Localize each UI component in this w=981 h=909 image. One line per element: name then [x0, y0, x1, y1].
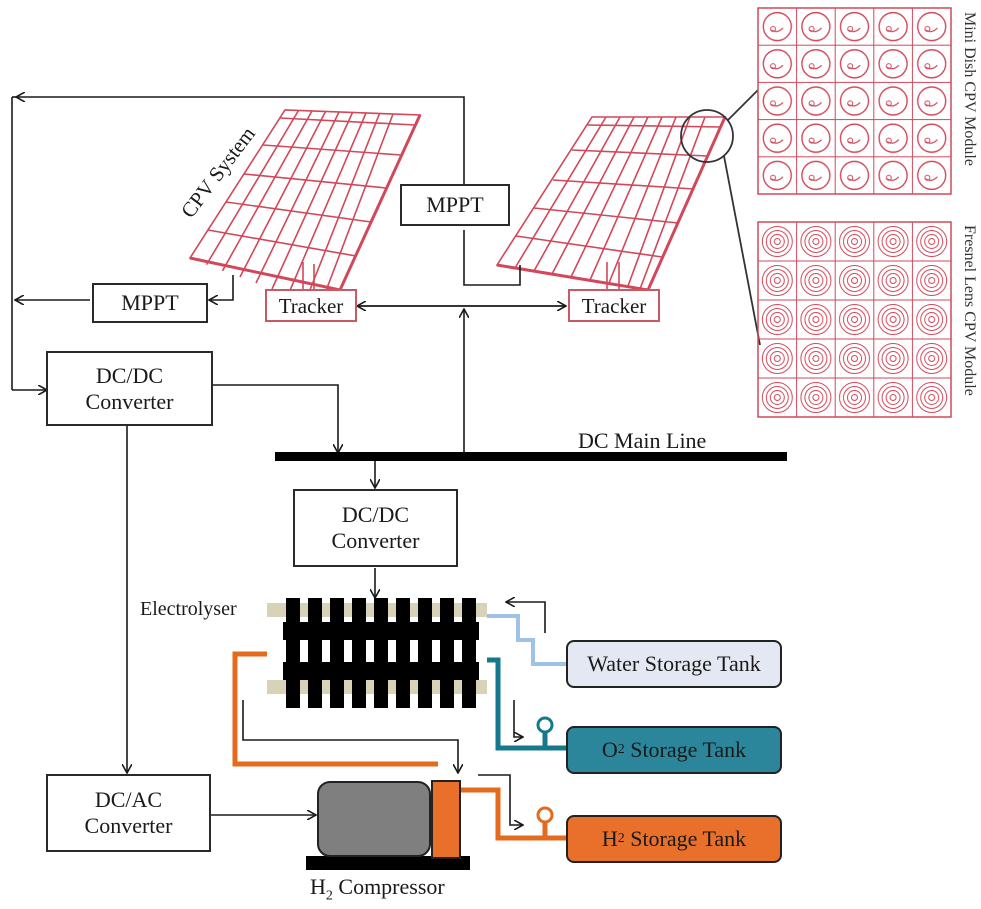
o2-tank-sub: 2	[617, 742, 625, 757]
dc-main-line-label: DC Main Line	[578, 428, 707, 453]
mini-dish-module-label: Mini Dish CPV Module	[961, 12, 978, 166]
dcdc-converter-center: DC/DC Converter	[293, 489, 458, 567]
o2-tank-prefix: O	[601, 737, 618, 762]
dcac-line2: Converter	[84, 813, 173, 838]
fresnel-module-label: Fresnel Lens CPV Module	[961, 225, 978, 396]
electrolyser-stack	[267, 598, 487, 708]
zoom-callout	[680, 89, 761, 346]
compressor-prefix: H	[310, 874, 326, 899]
h2-tank-sub: 2	[617, 831, 625, 846]
h2-pipe	[232, 651, 566, 841]
cpv-panel-right	[495, 116, 727, 292]
dcac-converter: DC/AC Converter	[46, 774, 211, 852]
tracker-right-box: Tracker	[568, 289, 660, 322]
dcdc-left-line1: DC/DC	[95, 362, 164, 388]
dcdc-converter-left: DC/DC Converter	[46, 351, 213, 426]
tracker-left-box: Tracker	[265, 289, 357, 322]
o2-pipe	[487, 657, 566, 751]
h2-compressor-label: H2 Compressor	[310, 874, 445, 904]
o2-tank-suffix: Storage Tank	[624, 737, 747, 762]
water-storage-tank: Water Storage Tank	[566, 640, 782, 688]
dcdc-left-line2: Converter	[85, 388, 174, 414]
o2-gauge	[536, 716, 554, 734]
water-pipe	[487, 614, 566, 666]
mppt-left-box: MPPT	[92, 283, 208, 323]
dc-main-line-bus	[275, 452, 787, 461]
electrolyser-label: Electrolyser	[140, 598, 237, 620]
dcac-line1: DC/AC	[94, 787, 163, 812]
mppt-top-box: MPPT	[400, 184, 510, 226]
dcdc-center-line2: Converter	[331, 528, 420, 553]
h2-tank-prefix: H	[601, 826, 618, 851]
cpv-panel-left	[188, 109, 422, 301]
dcdc-center-line1: DC/DC	[341, 502, 410, 527]
mini-dish-cpv-module	[757, 7, 952, 195]
compressor-suffix: Compressor	[332, 874, 445, 899]
compressor-sub: 2	[325, 888, 333, 904]
h2-gauge	[536, 806, 554, 824]
h2-tank-suffix: Storage Tank	[624, 826, 747, 851]
fresnel-lens-cpv-module	[757, 221, 952, 418]
connection-lines	[11, 97, 565, 825]
h2-compressor	[306, 780, 470, 870]
